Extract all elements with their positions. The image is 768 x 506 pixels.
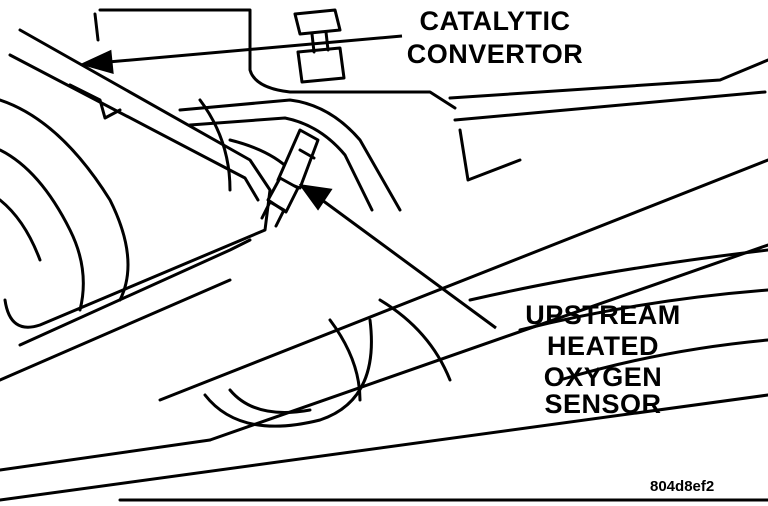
catalytic-convertor-label: CATALYTIC CONVERTOR	[405, 8, 585, 74]
catalytic-arrow-line	[107, 34, 403, 64]
convertor-label-line: CONVERTOR	[406, 39, 584, 69]
sensor-arrowhead	[298, 184, 333, 211]
heated-label-line: HEATED	[546, 331, 659, 361]
catalytic-arrowhead	[79, 49, 114, 75]
oxygen-sensor-label-line: OXYGEN SENSOR	[543, 362, 663, 419]
callout-arrows	[79, 34, 497, 330]
upstream-label-line: UPSTREAM	[525, 300, 681, 330]
upstream-sensor-label: UPSTREAM HEATED OXYGEN SENSOR	[488, 302, 718, 422]
sensor-arrow-line	[321, 198, 497, 330]
catalytic-label-line: CATALYTIC	[419, 6, 571, 36]
diagram-linework	[0, 8, 768, 502]
figure-id: 804d8ef2	[650, 478, 715, 495]
